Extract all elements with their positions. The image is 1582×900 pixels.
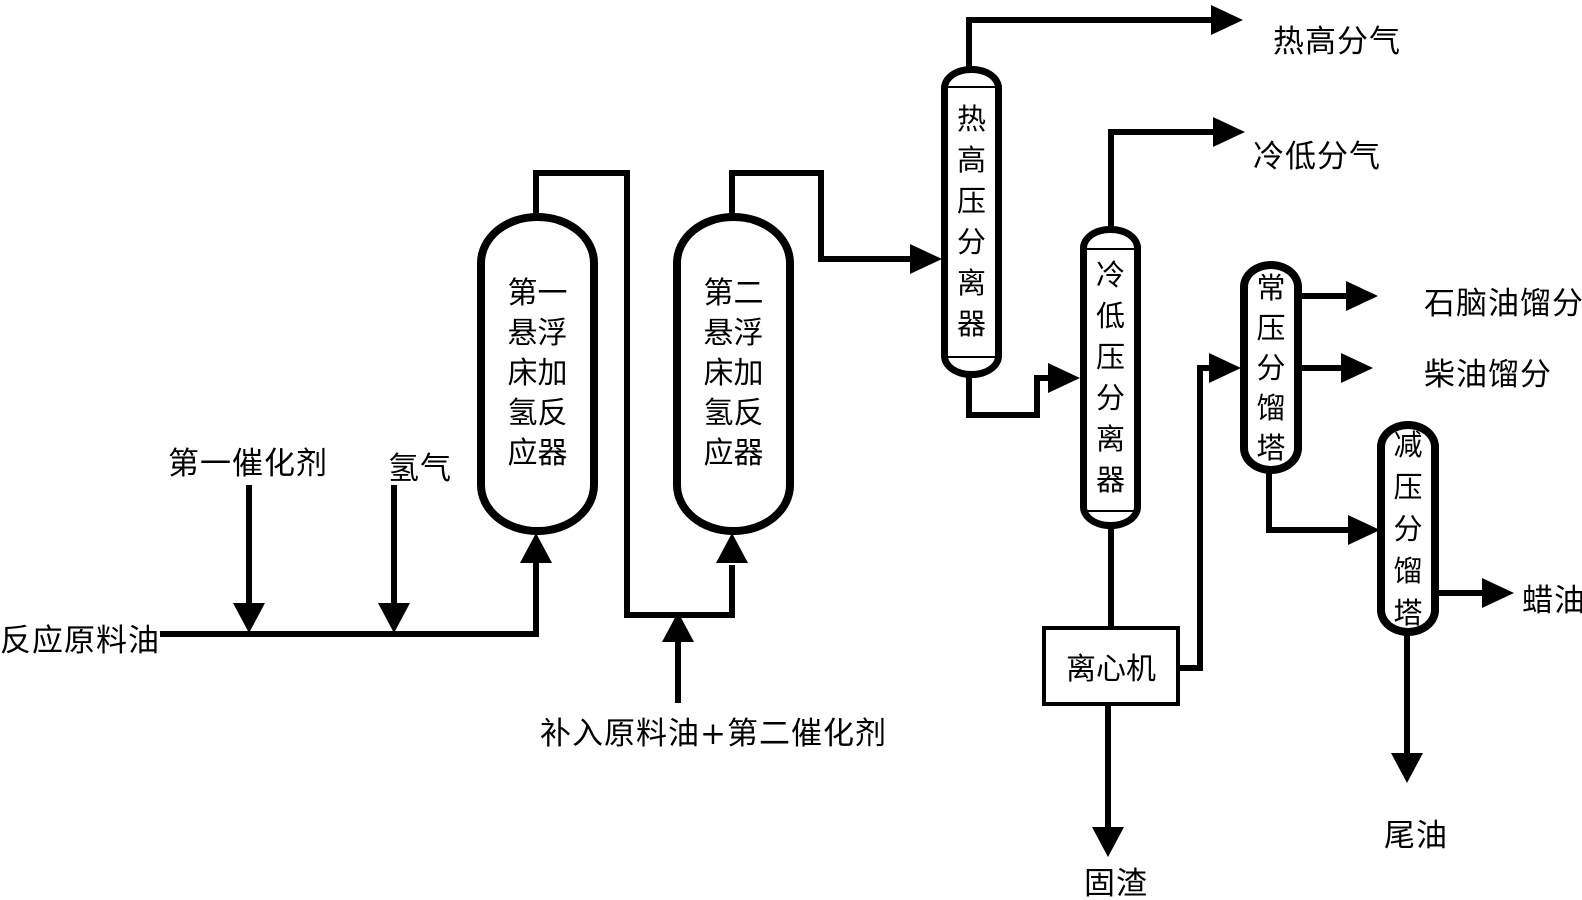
cold-separator-bottom-tangent-line: [1087, 510, 1134, 512]
pipe-atm-bottoms-drop: [1266, 472, 1272, 533]
label-catalyst1: 第一催化剂: [168, 446, 328, 482]
arrow-into-reactor2: [716, 533, 748, 563]
arrow-makeup-feed: [662, 612, 694, 642]
pipe-atm-bottoms-run: [1266, 527, 1348, 533]
pipe-reactor2-top-run: [729, 170, 824, 176]
pipe-wax-oil: [1437, 590, 1482, 596]
pipe-centrifuge-riser: [1197, 365, 1203, 671]
label-tail-oil: 尾油: [1384, 818, 1448, 854]
vessel-centrifuge: 离心机: [1042, 626, 1180, 706]
hot-separator-top-tangent-line: [948, 86, 995, 88]
hot-hp-separator-label: 热高压分离器: [956, 102, 986, 341]
label-hydrogen: 氢气: [388, 451, 452, 487]
arrow-into-hot-separator: [910, 244, 942, 274]
arrow-into-cold-separator: [1048, 363, 1080, 393]
centrifuge-label: 离心机: [1066, 652, 1156, 687]
label-naphtha: 石脑油馏分: [1424, 286, 1582, 322]
arrow-catalyst1: [233, 603, 265, 633]
arrow-into-reactor1: [520, 533, 552, 563]
cold-separator-top-tangent-line: [1087, 248, 1134, 250]
label-cold-lp-gas: 冷低分气: [1253, 139, 1381, 175]
pipe-interstage-downcomer: [624, 170, 630, 618]
pipe-feed-horizontal: [160, 631, 539, 637]
vessel-reactor2: 第二悬浮床加氢反应器: [673, 213, 794, 535]
label-diesel: 柴油馏分: [1424, 357, 1552, 393]
pipe-centrifuge-out: [1180, 665, 1203, 671]
pipe-diesel: [1300, 365, 1341, 371]
pipe-cold-gas-riser: [1108, 129, 1114, 228]
reactor2-label: 第二悬浮床加氢反应器: [703, 276, 764, 471]
pipe-reactor2-out-run: [818, 256, 912, 262]
arrow-tail-oil: [1391, 753, 1423, 783]
label-solid-residue: 固渣: [1084, 866, 1148, 900]
vessel-cold-lp-separator: 冷低压分离器: [1080, 226, 1141, 529]
pipe-hot-bottoms-stub: [1034, 375, 1050, 381]
pipe-naphtha: [1300, 293, 1346, 299]
arrow-wax-oil: [1482, 578, 1514, 608]
pipe-hot-gas-run: [966, 17, 1212, 23]
vac-tower-label: 减压分馏塔: [1393, 427, 1423, 630]
vessel-vac-tower: 减压分馏塔: [1377, 421, 1439, 636]
pipe-hydrogen: [391, 485, 397, 605]
pipe-makeup-feed: [675, 641, 681, 703]
pipe-hot-bottoms-riser: [1034, 375, 1040, 418]
arrow-solid-residue: [1092, 827, 1124, 857]
arrow-diesel: [1341, 353, 1373, 383]
arrow-hydrogen: [378, 603, 410, 633]
pipe-solid-residue: [1105, 703, 1111, 827]
label-feed-oil: 反应原料油: [0, 623, 160, 659]
pipe-reactor2-out-drop: [818, 170, 824, 262]
pipe-reactor2-top-riser: [729, 170, 735, 220]
pipe-reactor1-top-riser: [533, 170, 539, 220]
arrow-naphtha: [1346, 281, 1378, 311]
vessel-hot-hp-separator: 热高压分离器: [941, 66, 1002, 378]
cold-lp-separator-label: 冷低压分离器: [1095, 257, 1125, 497]
hot-separator-bottom-tangent-line: [948, 356, 995, 358]
pipe-hot-bottoms-run: [966, 412, 1040, 418]
pipe-reactor1-top-run: [533, 170, 630, 176]
pipe-hot-gas-riser: [966, 17, 972, 69]
reactor1-label: 第一悬浮床加氢反应器: [507, 276, 568, 471]
pipe-cold-gas-run: [1108, 129, 1213, 135]
vessel-atm-tower: 常压分馏塔: [1240, 261, 1302, 474]
label-wax-oil: 蜡油: [1522, 583, 1582, 619]
arrow-cold-gas: [1213, 117, 1245, 147]
arrow-hot-gas: [1211, 5, 1243, 35]
pipe-feed-riser: [533, 560, 539, 637]
pipe-cold-bottoms: [1108, 526, 1114, 628]
pipe-tail-oil: [1404, 634, 1410, 754]
pipe-catalyst1: [246, 485, 252, 605]
vessel-reactor1: 第一悬浮床加氢反应器: [477, 213, 598, 535]
pipe-atm-inlet-stub: [1197, 365, 1211, 371]
arrow-into-atm-tower: [1209, 353, 1241, 383]
label-hot-hp-gas: 热高分气: [1273, 24, 1401, 60]
pipe-hot-bottoms-drop: [966, 375, 972, 418]
pipe-reactor2-feed-riser: [729, 565, 735, 618]
label-makeup-feed: 补入原料油+第二催化剂: [540, 716, 887, 752]
arrow-into-vac-tower: [1348, 515, 1380, 545]
atm-tower-label: 常压分馏塔: [1256, 270, 1286, 465]
